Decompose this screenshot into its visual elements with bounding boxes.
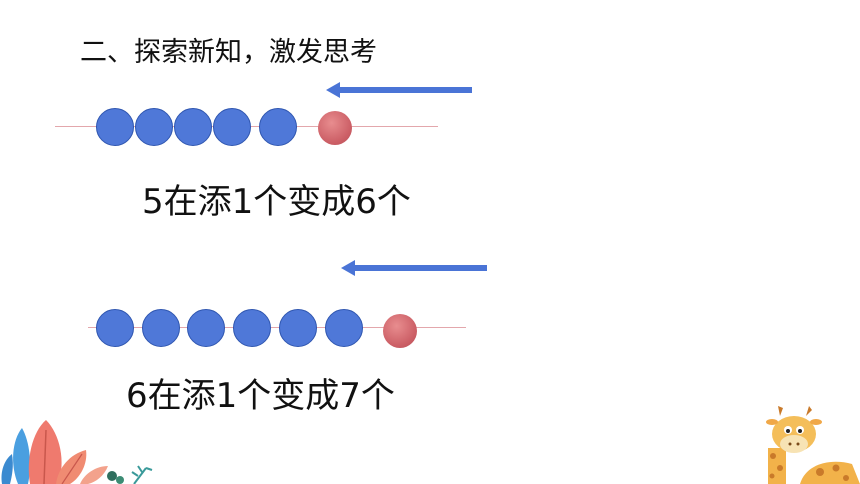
blue-bead	[213, 108, 251, 146]
blue-bead	[233, 309, 271, 347]
giraffe-icon	[766, 406, 860, 484]
blue-bead	[96, 309, 134, 347]
blue-bead	[174, 108, 212, 146]
blue-bead	[259, 108, 297, 146]
red-bead	[318, 111, 352, 145]
blue-bead	[135, 108, 173, 146]
blue-bead	[142, 309, 180, 347]
row-1: 5在添1个变成6个	[0, 0, 860, 240]
row-2	[0, 240, 860, 440]
red-bead	[383, 314, 417, 348]
page-heading: 二、探索新知，激发思考	[80, 37, 377, 68]
arrow-left-icon	[326, 82, 472, 98]
blue-bead	[279, 309, 317, 347]
leaf-decoration-icon	[1, 420, 153, 484]
blue-bead	[96, 108, 134, 146]
bead-wire-2	[88, 327, 466, 328]
blue-bead	[187, 309, 225, 347]
row-1-caption: 5在添1个变成6个	[142, 182, 411, 222]
arrow-left-icon	[341, 260, 487, 276]
row-2-caption: 6在添1个变成7个	[126, 376, 395, 416]
blue-bead	[325, 309, 363, 347]
